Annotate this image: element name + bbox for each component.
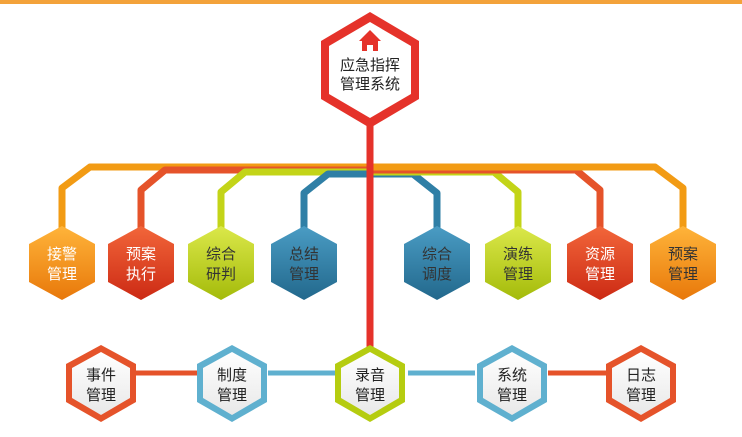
module-label-line2: 管理 — [47, 265, 77, 283]
lower-module-5: 日志 管理 — [606, 345, 676, 422]
lower-module-2: 制度 管理 — [197, 345, 267, 422]
module-label-line2: 管理 — [86, 386, 116, 404]
module-label-line1: 录音 — [355, 366, 385, 384]
lower-module-1: 事件 管理 — [66, 345, 136, 422]
root-title-line1: 应急指挥 — [340, 56, 400, 74]
module-label-line1: 演练 — [503, 245, 533, 263]
home-icon — [359, 30, 381, 51]
upper-connectors — [58, 163, 687, 236]
upper-module-7: 资源 管理 — [567, 226, 633, 300]
module-label-line2: 管理 — [503, 265, 533, 283]
module-label-line1: 制度 — [217, 366, 247, 384]
module-label-line2: 管理 — [585, 265, 615, 283]
module-label-line2: 管理 — [289, 265, 319, 283]
upper-module-1: 接警 管理 — [29, 226, 95, 300]
module-label-line2: 管理 — [355, 386, 385, 404]
root-node: 应急指挥 管理系统 — [321, 12, 419, 128]
module-label-line1: 资源 — [585, 245, 615, 263]
module-label-line2: 管理 — [497, 386, 527, 404]
module-label-line1: 总结 — [289, 245, 319, 263]
module-label-line2: 管理 — [668, 265, 698, 283]
upper-module-3: 综合 研判 — [188, 226, 254, 300]
module-label-line2: 管理 — [626, 386, 656, 404]
upper-module-6: 演练 管理 — [485, 226, 551, 300]
upper-module-8: 预案 管理 — [650, 226, 716, 300]
module-label-line1: 预案 — [126, 245, 156, 263]
module-label-line1: 预案 — [668, 245, 698, 263]
module-label-line1: 事件 — [86, 366, 116, 384]
root-title-line2: 管理系统 — [340, 75, 400, 93]
module-label-line1: 接警 — [47, 245, 77, 263]
module-label-line1: 系统 — [497, 366, 527, 384]
upper-module-5: 综合 调度 — [404, 226, 470, 300]
module-label-line2: 调度 — [422, 265, 452, 283]
module-label-line2: 研判 — [206, 265, 236, 283]
module-label-line1: 日志 — [626, 366, 656, 384]
module-label-line2: 执行 — [126, 265, 156, 283]
lower-module-4: 系统 管理 — [477, 345, 547, 422]
module-label-line2: 管理 — [217, 386, 247, 404]
module-label-line1: 综合 — [422, 245, 452, 263]
module-label-line1: 综合 — [206, 245, 236, 263]
upper-module-2: 预案 执行 — [108, 226, 174, 300]
upper-module-4: 总结 管理 — [271, 226, 337, 300]
lower-module-3: 录音 管理 — [335, 345, 405, 422]
top-band — [0, 0, 742, 4]
